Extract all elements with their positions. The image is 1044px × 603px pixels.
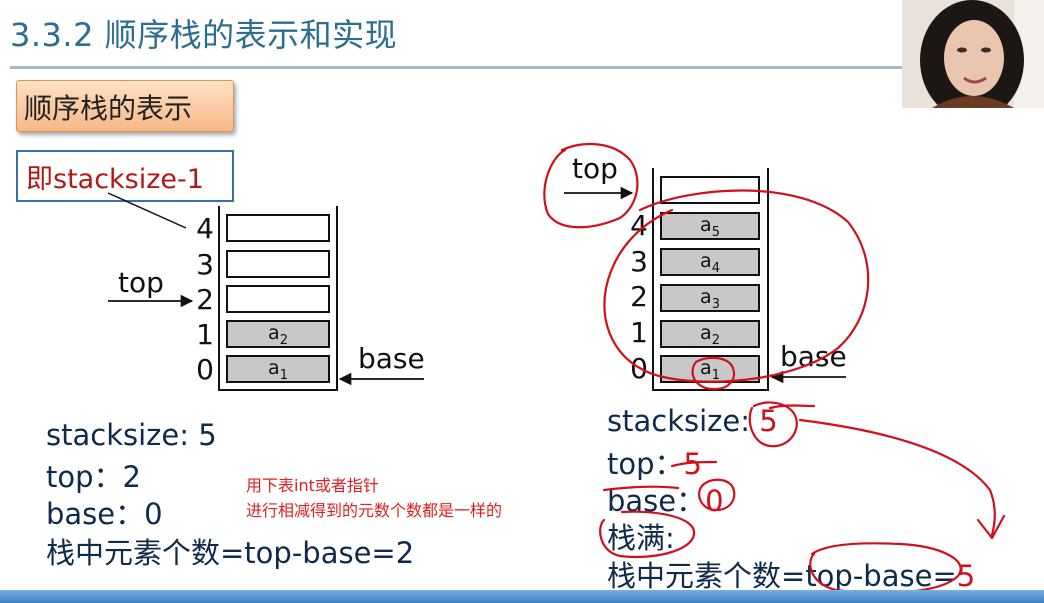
left-index-4: 4 [196,212,214,245]
ink-loop-stack [603,189,870,383]
ink-arrowhead [976,514,1006,540]
ink-circle-full [599,510,696,559]
left-index-1: 1 [196,318,214,351]
right-base-pointer-label: base [780,340,847,373]
left-stack-cell-4 [226,214,330,242]
ink-circle-five [748,401,798,448]
bottom-bar [0,590,1044,603]
right-cell-label-a1: a1 [700,357,720,383]
left-info-base: base：0 [46,497,163,531]
left-cell-label-a2: a2 [268,322,288,348]
right-cell-label-a5: a5 [700,214,720,240]
left-info-stacksize: stacksize: 5 [46,418,217,452]
right-info-top: top：5 [607,447,702,481]
right-stack-frame [652,168,769,391]
right-cell-label-a4: a4 [700,250,720,276]
ink-curve-to-result [798,418,996,537]
right-index-3: 3 [630,245,648,278]
right-stack-cell-1 [660,320,760,348]
callout-box [16,150,234,202]
callout-leader-line [107,192,187,229]
right-info-stacksize: stacksize: 5 [607,404,778,438]
ink-annotations [543,143,1006,595]
left-base-pointer-label: base [358,342,425,375]
left-index-3: 3 [196,248,214,281]
left-stack-frame [218,206,338,391]
right-stack-cell-4 [660,212,760,240]
left-info-count: 栈中元素个数=top-base=2 [46,536,415,570]
ink-circle-a1 [691,356,736,391]
left-index-2: 2 [196,283,214,316]
callout-text: 即stacksize-1 [26,164,204,195]
ink-circle-top [543,143,639,229]
ink-scribble-five [768,404,816,410]
right-stack-cell-2 [660,284,760,312]
left-stack-cell-2 [226,285,330,313]
left-top-pointer-label: top [118,266,164,299]
ink-strike-top-val [670,460,718,468]
presenter-video-icon [902,0,1044,108]
right-index-1: 1 [630,316,648,349]
left-index-0: 0 [196,353,214,386]
right-cell-label-a2: a2 [700,322,720,348]
webcam-thumbnail [902,0,1044,108]
slide-title: 3.3.2 顺序栈的表示和实现 [10,16,398,54]
title-divider [10,66,902,69]
right-info-full: 栈满: [607,521,675,555]
right-cell-label-a3: a3 [700,286,720,312]
ink-circle-zero [698,478,736,512]
right-stack-cell-3 [660,248,760,276]
left-stack-cell-0 [226,355,330,383]
left-info-top: top：2 [46,460,141,494]
right-index-2: 2 [630,280,648,313]
left-cell-label-a1: a1 [268,357,288,383]
section-label: 顺序栈的表示 [24,92,193,125]
right-top-pointer-label: top [572,152,618,185]
annotation-note-line2: 进行相减得到的元数个数都是一样的 [246,501,503,520]
ink-circle-count-expr [809,542,962,595]
left-stack-cell-3 [226,250,330,278]
ink-strike-base [602,485,680,492]
annotation-note-line1: 用下表int或者指针 [246,476,379,495]
section-label-box [16,80,234,132]
left-stack-cell-1 [226,320,330,348]
